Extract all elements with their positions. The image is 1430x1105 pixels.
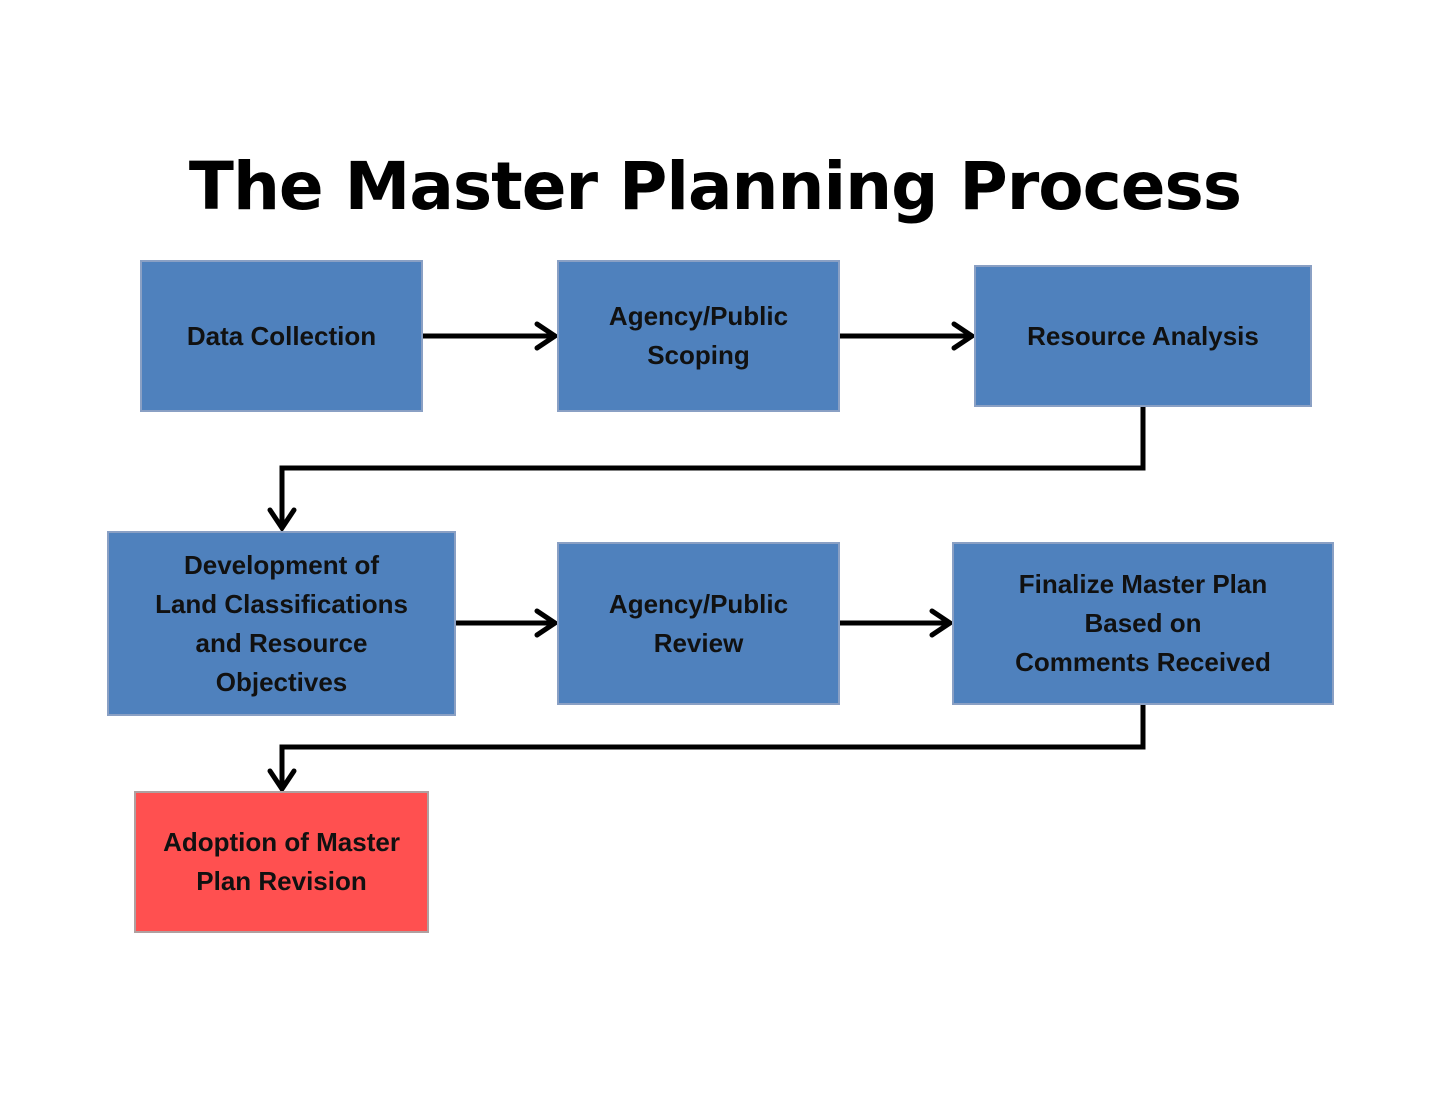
step-agency-public-review: Agency/Public Review [557,542,840,705]
step-adoption-master-plan: Adoption of Master Plan Revision [134,791,429,933]
step-data-collection: Data Collection [140,260,423,412]
arrow-resource-analysis-to-development [267,404,1146,533]
arrow-data-collection-to-scoping [420,321,560,351]
arrow-development-to-review [453,608,560,638]
step-development-land-classifications: Development of Land Classifications and … [107,531,456,716]
arrow-scoping-to-resource-analysis [837,321,977,351]
step-agency-public-scoping: Agency/Public Scoping [557,260,840,412]
arrow-finalize-to-adoption [267,702,1146,794]
arrow-review-to-finalize [837,608,955,638]
step-finalize-master-plan: Finalize Master Plan Based on Comments R… [952,542,1334,705]
step-resource-analysis: Resource Analysis [974,265,1312,407]
diagram-title: The Master Planning Process [188,148,1242,225]
